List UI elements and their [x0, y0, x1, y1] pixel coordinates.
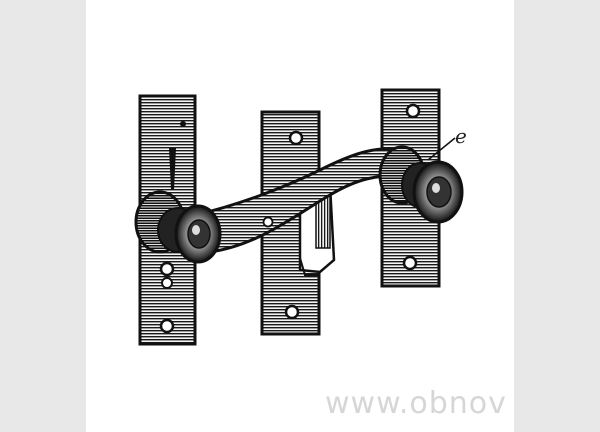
right-frame-margin: [514, 0, 600, 432]
callout-leader-line: [427, 137, 456, 161]
left-knob: [134, 190, 222, 264]
left-frame-margin: [0, 0, 86, 432]
watermark-text: www.obnov: [325, 386, 507, 421]
callout-label-e: e: [455, 124, 467, 148]
right-knob: [378, 145, 464, 224]
